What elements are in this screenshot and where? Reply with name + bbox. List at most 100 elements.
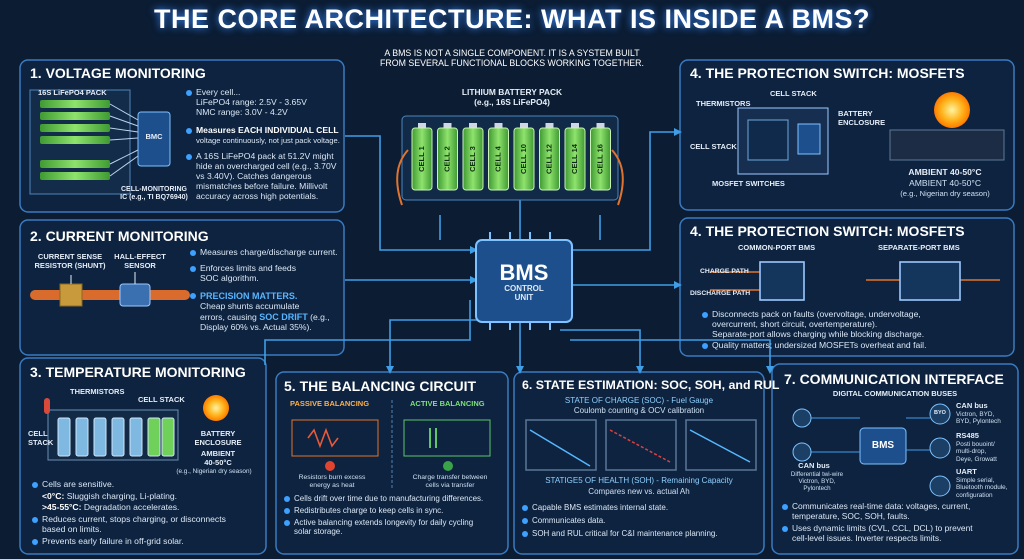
battery-cell [488, 127, 509, 191]
battery-cell [513, 127, 535, 191]
voltage-bullet-1: Every cell... LiFePO4 range: 2.5V - 3.65… [186, 87, 307, 117]
protection-enclosure-illustration [737, 92, 1005, 175]
cell-label: CELL 1 [417, 146, 426, 172]
can1-title: CAN bus [956, 401, 988, 410]
soc-subtitle: Coulomb counting & OCV calibration [573, 406, 705, 415]
voltage-pack-illustration [29, 89, 171, 195]
cell-terminal [469, 123, 477, 128]
bms-title: BMS [499, 260, 549, 285]
communication-illustration [792, 403, 951, 497]
uart-desc: Simple serial, Bluetooth module, configu… [956, 477, 1008, 499]
soh-title: STATIGE5 OF HEALTH (SOH) - Remaining Cap… [545, 476, 733, 485]
soc-drift: SOC DRIFT [259, 311, 308, 322]
voltage-pack-label: 16S LiFePO4 PACK [38, 88, 107, 97]
cell-label: CELL 3 [468, 146, 477, 172]
estimation-bullet-1: Capable BMS estimates internal state. [521, 503, 669, 512]
can2-desc: Differential twi-wire Victron, BYD, Pylo… [790, 471, 844, 493]
balancing-bullet-3: Active balancing extends longevity for d… [283, 518, 474, 537]
temperature-bullet-3: >45-55°C: Degradation accelerates. [42, 502, 179, 513]
voltage-chip-label: BMC [145, 132, 163, 141]
current-illustration [30, 272, 190, 307]
temperature-title: 3. TEMPERATURE MONITORING [30, 364, 246, 380]
battery-cell [564, 127, 586, 191]
page-title: THE CORE ARCHITECTURE: WHAT IS INSIDE A … [154, 4, 870, 34]
hall-sensor-label: HALL-EFFECT SENSOR [114, 252, 166, 270]
battery-cell [539, 127, 560, 191]
protection-ambient-plain: AMBIENT 40-50°C [908, 178, 982, 188]
uart-title: UART [956, 467, 977, 476]
ambient-note: (e.g., Nigerian dry season) [176, 468, 252, 475]
cold-effect: Sluggish charging, Li-plating. [64, 491, 178, 501]
common-port-label: COMMON-PORT BMS [738, 243, 816, 252]
intro-text: A BMS IS NOT A SINGLE COMPONENT. IT IS A… [380, 48, 644, 69]
battery-cell [411, 127, 433, 191]
communication-bullet-2: Uses dynamic limits (CVL, CCL, DCL) to p… [782, 523, 973, 543]
protection-enclosure-label: BATTERY ENCLOSURE [838, 109, 886, 127]
voltage-bullet-2-strong: Measures EACH INDIVIDUAL CELL [196, 125, 339, 135]
cell-label: CELL 2 [442, 146, 451, 172]
hot-threshold: >45-55°C: [42, 502, 82, 512]
charge-path-label: CHARGE PATH [700, 268, 749, 275]
cell-label: CELL 10 [519, 144, 528, 174]
communication-bullet-1: Communicates real-time data: voltages, c… [781, 501, 971, 521]
protection-cell-stack-top: CELL STACK [770, 89, 817, 98]
cell-label: CELL 4 [493, 145, 502, 172]
communication-bms-label: BMS [871, 440, 895, 451]
bms-subtitle: CONTROL UNIT [504, 284, 544, 303]
battery-cell [462, 127, 484, 191]
current-panel [19, 219, 345, 356]
voltage-bullet-2-rest: voltage continuously, not just pack volt… [196, 135, 340, 145]
active-balancing-label: ACTIVE BALANCING [410, 399, 485, 408]
voltage-title: 1. VOLTAGE MONITORING [30, 65, 206, 81]
bms-chip [475, 232, 573, 330]
byo-badge: BYO [934, 410, 946, 416]
estimation-title: 6. STATE ESTIMATION: SOC, SOH, and RUL [522, 378, 780, 392]
current-bullet-3b: (e.g., Display 60% vs. Actual 35%). [200, 311, 330, 332]
temperature-bullet-2: <0°C: Sluggish charging, Li-plating. [42, 491, 178, 502]
current-bullet-3: PRECISION MATTERS.Cheap shunts accumulat… [190, 291, 330, 333]
precision-label: PRECISION MATTERS. [200, 291, 298, 301]
battery-cell [590, 127, 611, 191]
temperature-bullet-1: Cells are sensitive. [31, 479, 115, 489]
current-bullet-3a: Cheap shunts accumulate errors, causing [200, 300, 300, 322]
voltage-bullet-3: A 16S LiFePO4 pack at 51.2V might hide a… [185, 151, 337, 201]
cell-stack-top-label: CELL STACK [138, 395, 185, 404]
current-bullet-2: Enforces limits and feeds SOC algorithm. [189, 263, 297, 283]
cell-terminal [418, 123, 426, 128]
active-caption: Charge transfer between cells via transf… [412, 474, 488, 489]
cell-label: CELL 16 [595, 144, 604, 174]
temperature-bullet-5: Prevents early failure in off-grid solar… [32, 536, 184, 546]
connector-lines [264, 131, 771, 372]
balancing-bullet-1: Cells drift over time due to manufacturi… [283, 494, 484, 503]
cell-terminal [571, 123, 579, 128]
estimation-bullet-2: Communicates data. [521, 516, 606, 525]
enclosure-label: BATTERY ENCLOSURE [194, 429, 242, 447]
estimation-graphs [525, 419, 757, 471]
cell-monitoring-ic-label: CELL-MONITORING IC (e.g., TI BQ76940) [120, 186, 188, 202]
balancing-title: 5. THE BALANCING CIRCUIT [284, 378, 477, 394]
protection-cell-stack-left: CELL STACK [690, 142, 737, 151]
shunt-label: CURRENT SENSE RESISTOR (SHUNT) [34, 252, 106, 270]
mosfet-illustration [710, 261, 1000, 301]
balancing-illustration [291, 400, 491, 490]
rs485-desc: Posti bouoint/ multi-drop, Deye, Growatt [956, 441, 997, 463]
passive-balancing-label: PASSIVE BALANCING [290, 399, 370, 408]
protection-thermistors-label: THERMISTORS [696, 99, 751, 108]
ambient-label: AMBIENT 40-50°C [200, 449, 236, 467]
estimation-bullet-3: SOH and RUL critical for C&I maintenance… [522, 529, 718, 538]
communication-title: 7. COMMUNICATION INTERFACE [784, 371, 1004, 387]
cell-stack-side-label: CELL STACK [28, 429, 54, 447]
can2-title: CAN bus [798, 461, 830, 470]
separate-port-label: SEPARATE-PORT BMS [878, 243, 960, 252]
current-title: 2. CURRENT MONITORING [30, 228, 209, 244]
cell-terminal [443, 123, 452, 128]
cell-terminal [545, 123, 554, 128]
protection-title: 4. THE PROTECTION SWITCH: MOSFETS [690, 223, 965, 239]
cell-row: CELL 1 CELL 2 CELL 3 CELL 4 CELL 10 CELL 12 CE… [411, 123, 611, 191]
panel-borders [19, 59, 1019, 555]
cell-terminal [596, 123, 605, 128]
protection-ambient-bold: AMBIENT 40-50°C [908, 167, 982, 177]
temperature-bullet-4: Reduces current, stops charging, or disc… [32, 514, 226, 534]
cell-label: CELL 12 [544, 144, 553, 174]
